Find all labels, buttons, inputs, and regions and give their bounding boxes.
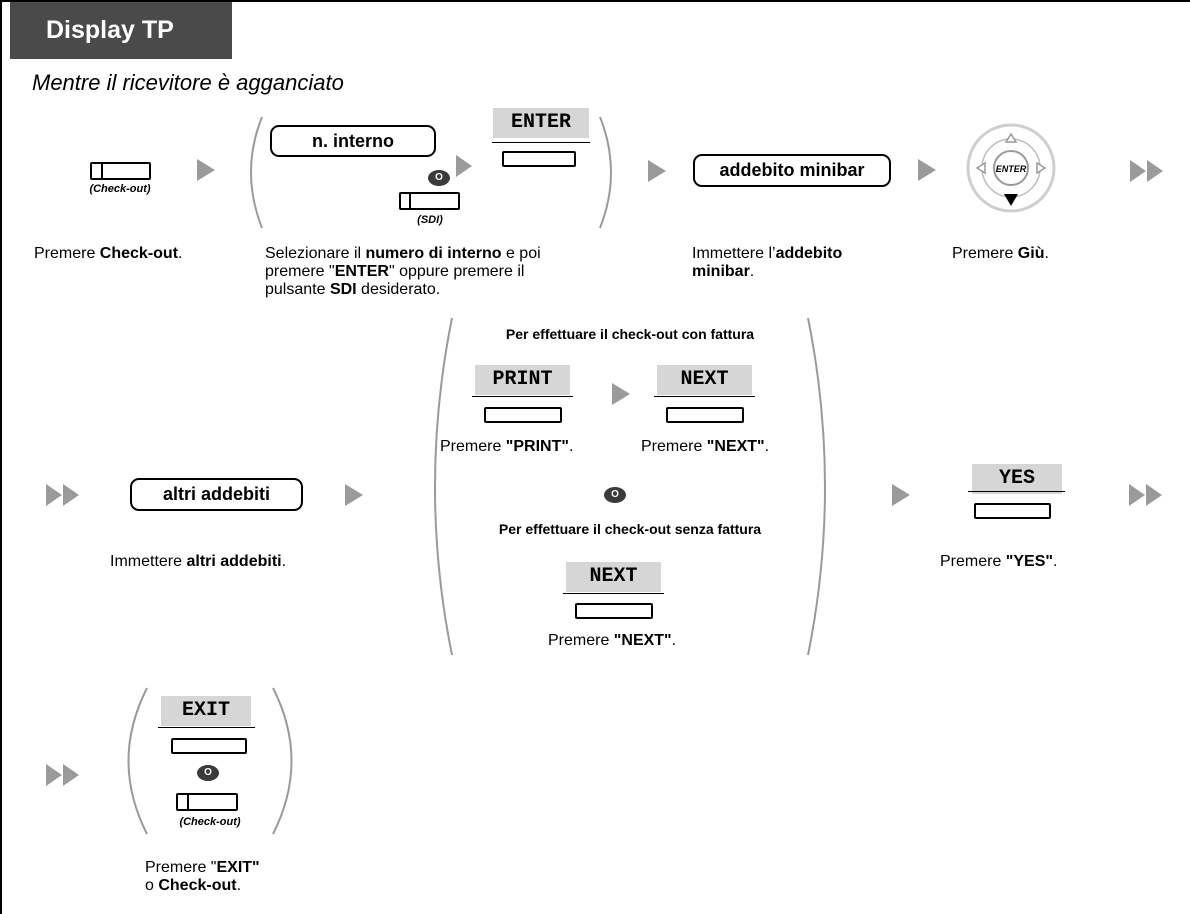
or-separator: O — [197, 765, 219, 781]
next-soft-key[interactable] — [666, 407, 744, 423]
arrow-icon — [456, 155, 472, 177]
or-separator: O — [428, 170, 450, 186]
check-out-button[interactable] — [90, 162, 151, 180]
print-soft-key[interactable] — [484, 407, 562, 423]
step5-instruction: Immettere altri addebiti. — [110, 553, 287, 570]
arrow-icon — [197, 159, 215, 181]
double-arrow-icon — [46, 484, 62, 506]
next-soft-key[interactable] — [575, 603, 653, 619]
arrow-icon — [918, 159, 936, 181]
step2-instruction: Selezionare il numero di interno e poi p… — [265, 245, 541, 298]
double-arrow-icon — [1129, 484, 1145, 506]
button-divider — [101, 164, 103, 178]
button-divider — [409, 194, 411, 208]
double-arrow-icon — [1146, 484, 1162, 506]
left-rule — [0, 0, 2, 914]
step8-instruction: Premere "EXIT" o Check-out. — [145, 859, 260, 894]
or-separator: O — [604, 487, 626, 503]
step3-instruction: Immettere l’addebito minibar. — [692, 245, 843, 280]
bracket-right — [272, 687, 293, 835]
button-divider — [187, 795, 189, 809]
arrow-icon — [648, 160, 666, 182]
double-arrow-icon — [63, 484, 79, 506]
double-arrow-icon — [1130, 160, 1146, 182]
double-arrow-icon — [46, 764, 62, 786]
step7-instruction: Premere "YES". — [940, 553, 1058, 570]
step1-instruction: Premere Check-out. — [34, 245, 183, 262]
arrow-icon — [345, 484, 363, 506]
bracket-left — [127, 687, 148, 835]
print-instruction: Premere "PRINT". — [440, 438, 574, 455]
bracket-right — [599, 116, 612, 229]
sdi-button[interactable] — [399, 192, 460, 210]
next-soft-label: NEXT — [657, 365, 752, 395]
bracket-left — [250, 116, 263, 229]
svg-text:ENTER: ENTER — [996, 164, 1027, 174]
arrow-icon — [612, 383, 630, 405]
soft-key-line — [158, 727, 255, 728]
check-out-button[interactable] — [176, 793, 238, 811]
next-soft-label: NEXT — [566, 562, 661, 592]
next2-instruction: Premere "NEXT". — [548, 632, 677, 649]
arrow-icon — [892, 484, 910, 506]
print-soft-label: PRINT — [475, 365, 570, 395]
soft-key-line — [654, 396, 755, 397]
enter-soft-key[interactable] — [502, 151, 576, 167]
bracket-left — [434, 317, 453, 656]
check-out-caption: (Check-out) — [179, 816, 241, 828]
exit-soft-key[interactable] — [171, 738, 247, 754]
soft-key-line — [968, 491, 1065, 492]
section-tab: Display TP — [10, 2, 232, 59]
extension-number-input[interactable]: n. interno — [270, 125, 436, 157]
double-arrow-icon — [1147, 160, 1163, 182]
sdi-caption: (SDI) — [417, 214, 443, 226]
soft-key-line — [492, 142, 590, 143]
exit-soft-label: EXIT — [161, 696, 251, 726]
soft-key-line — [563, 593, 664, 594]
minibar-charge-input[interactable]: addebito minibar — [693, 154, 891, 187]
next-instruction: Premere "NEXT". — [641, 438, 770, 455]
enter-soft-label: ENTER — [493, 108, 589, 138]
enter-key-icon: ENTER — [966, 123, 1056, 213]
yes-soft-label: YES — [972, 464, 1062, 494]
step4-instruction: Premere Giù. — [952, 245, 1049, 262]
other-charges-input[interactable]: altri addebiti — [130, 478, 303, 511]
soft-key-line — [472, 396, 573, 397]
with-invoice-title: Per effettuare il check-out con fattura — [505, 326, 755, 342]
yes-soft-key[interactable] — [974, 503, 1051, 519]
bracket-right — [807, 317, 826, 656]
check-out-caption: (Check-out) — [89, 183, 151, 195]
top-rule — [0, 0, 1190, 2]
without-invoice-title: Per effettuare il check-out senza fattur… — [498, 521, 762, 537]
condition-text: Mentre il ricevitore è agganciato — [32, 70, 344, 95]
double-arrow-icon — [63, 764, 79, 786]
